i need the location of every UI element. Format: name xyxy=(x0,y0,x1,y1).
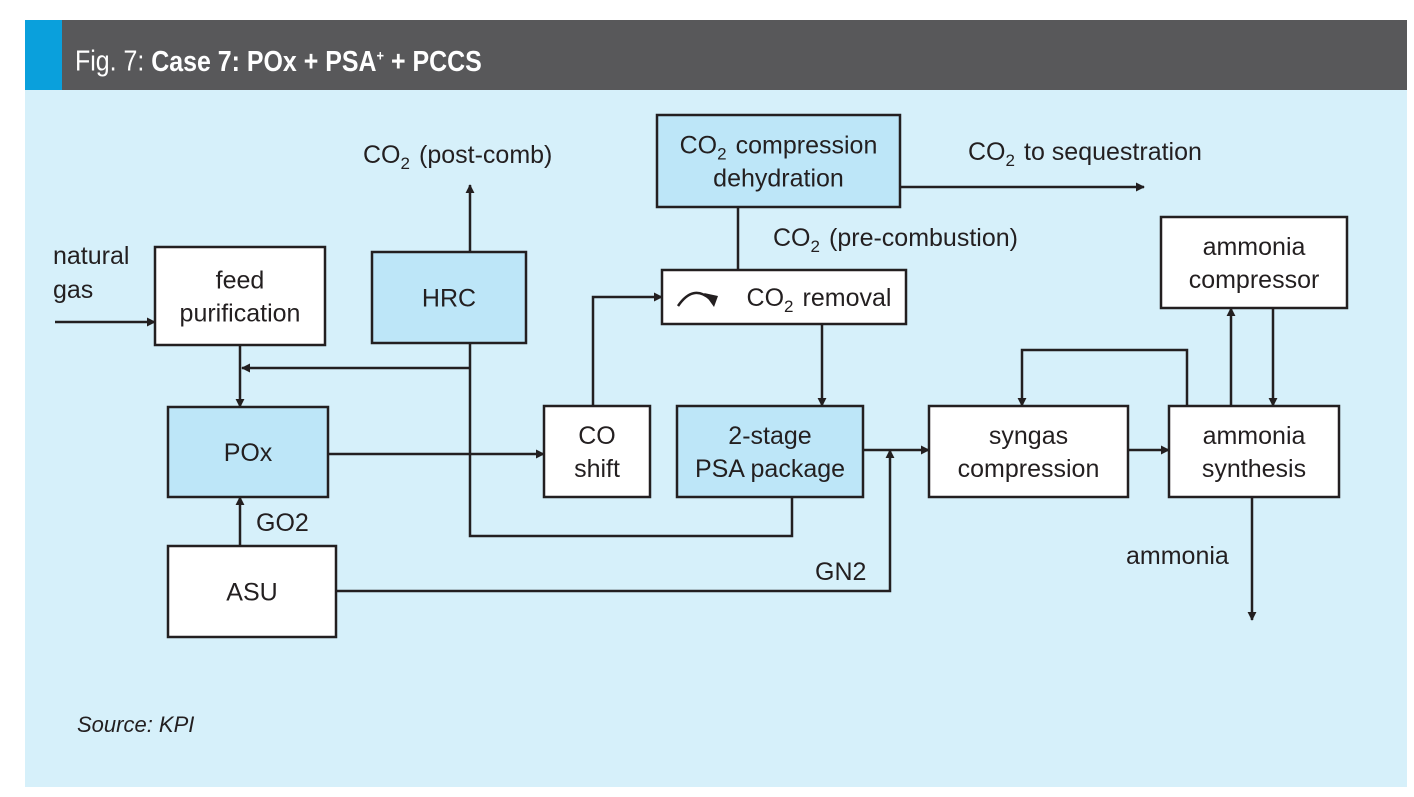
block-syngas-compression: syngas compression xyxy=(927,404,1130,499)
block-co-shift: CO shift xyxy=(542,404,652,499)
block-ammonia-synthesis-label: ammonia xyxy=(1203,422,1306,450)
figure-title-main: Case 7: POx + PSA xyxy=(151,45,377,78)
block-ammonia-compressor-label: compressor xyxy=(1189,266,1320,294)
block-syngas-compression-label: compression xyxy=(958,455,1100,483)
block-feed-purification-label: purification xyxy=(180,300,301,328)
co2-sequestration-label: CO2 to sequestration xyxy=(968,138,1202,170)
coshift-to-co2removal-line xyxy=(591,292,663,406)
block-co-shift-label: shift xyxy=(574,455,620,483)
go2-label: GO2 xyxy=(256,509,309,537)
hrc-to-psa-return-line xyxy=(468,343,794,538)
block-co2-compression-label: CO2 compression xyxy=(680,132,878,164)
co2-pre-comb-label: CO2 (pre-combustion) xyxy=(773,224,1018,256)
block-co-shift-label: CO xyxy=(578,422,616,450)
block-pox: POx xyxy=(166,405,330,499)
block-ammonia-synthesis: ammonia synthesis xyxy=(1167,404,1341,499)
ammonia-product-label: ammonia xyxy=(1126,542,1229,570)
block-asu-box xyxy=(166,544,338,639)
block-feed-purification-label: feed xyxy=(216,267,265,295)
figure-label: Fig. 7: xyxy=(75,45,145,78)
natural-gas-label: natural xyxy=(53,242,129,270)
block-asu-label: ASU xyxy=(226,579,277,607)
block-pox-box xyxy=(166,405,330,499)
block-pox-label: POx xyxy=(224,439,273,467)
block-ammonia-synthesis-label: synthesis xyxy=(1202,455,1306,483)
block-ammonia-compressor-box xyxy=(1159,215,1349,310)
block-co2-removal: CO2 removal xyxy=(660,268,908,326)
block-psa-box xyxy=(675,404,865,499)
block-syngas-compression-box xyxy=(927,404,1130,499)
figure-title: Fig. 7: Case 7: POx + PSA+ + PCCS xyxy=(75,20,482,90)
recycle-arrow-icon xyxy=(676,291,718,307)
block-feed-purification: feed purification xyxy=(153,245,327,347)
synthesis-recycle-line xyxy=(1017,348,1189,407)
block-ammonia-compressor: ammonia compressor xyxy=(1159,215,1349,310)
block-co2-compression-label: dehydration xyxy=(713,165,844,193)
figure-title-sup: + xyxy=(376,47,385,64)
figure-title-tail: + PCCS xyxy=(384,45,482,78)
block-psa-label: PSA package xyxy=(695,455,845,483)
natural-gas-label: gas xyxy=(53,276,93,304)
block-ammonia-compressor-label: ammonia xyxy=(1203,233,1306,261)
gn2-label: GN2 xyxy=(815,558,866,586)
block-co2-removal-box xyxy=(660,268,908,326)
block-hrc: HRC xyxy=(370,250,528,345)
block-syngas-compression-label: syngas xyxy=(989,422,1068,450)
co2-post-comb-label: CO2 (post-comb) xyxy=(363,141,552,173)
block-asu: ASU xyxy=(166,544,338,639)
header-accent-bar xyxy=(25,20,62,90)
block-feed-purification-box xyxy=(153,245,327,347)
block-hrc-box xyxy=(370,250,528,345)
block-ammonia-synthesis-box xyxy=(1167,404,1341,499)
asu-gn2-line xyxy=(336,449,895,593)
block-co2-removal-label: CO2 removal xyxy=(747,284,892,316)
block-hrc-label: HRC xyxy=(422,285,476,313)
block-co2-compression-box xyxy=(655,113,902,209)
figure-header: Fig. 7: Case 7: POx + PSA+ + PCCS xyxy=(25,20,1407,90)
block-co-shift-box xyxy=(542,404,652,499)
block-psa-label: 2-stage xyxy=(728,422,811,450)
source-note: Source: KPI xyxy=(77,712,195,737)
